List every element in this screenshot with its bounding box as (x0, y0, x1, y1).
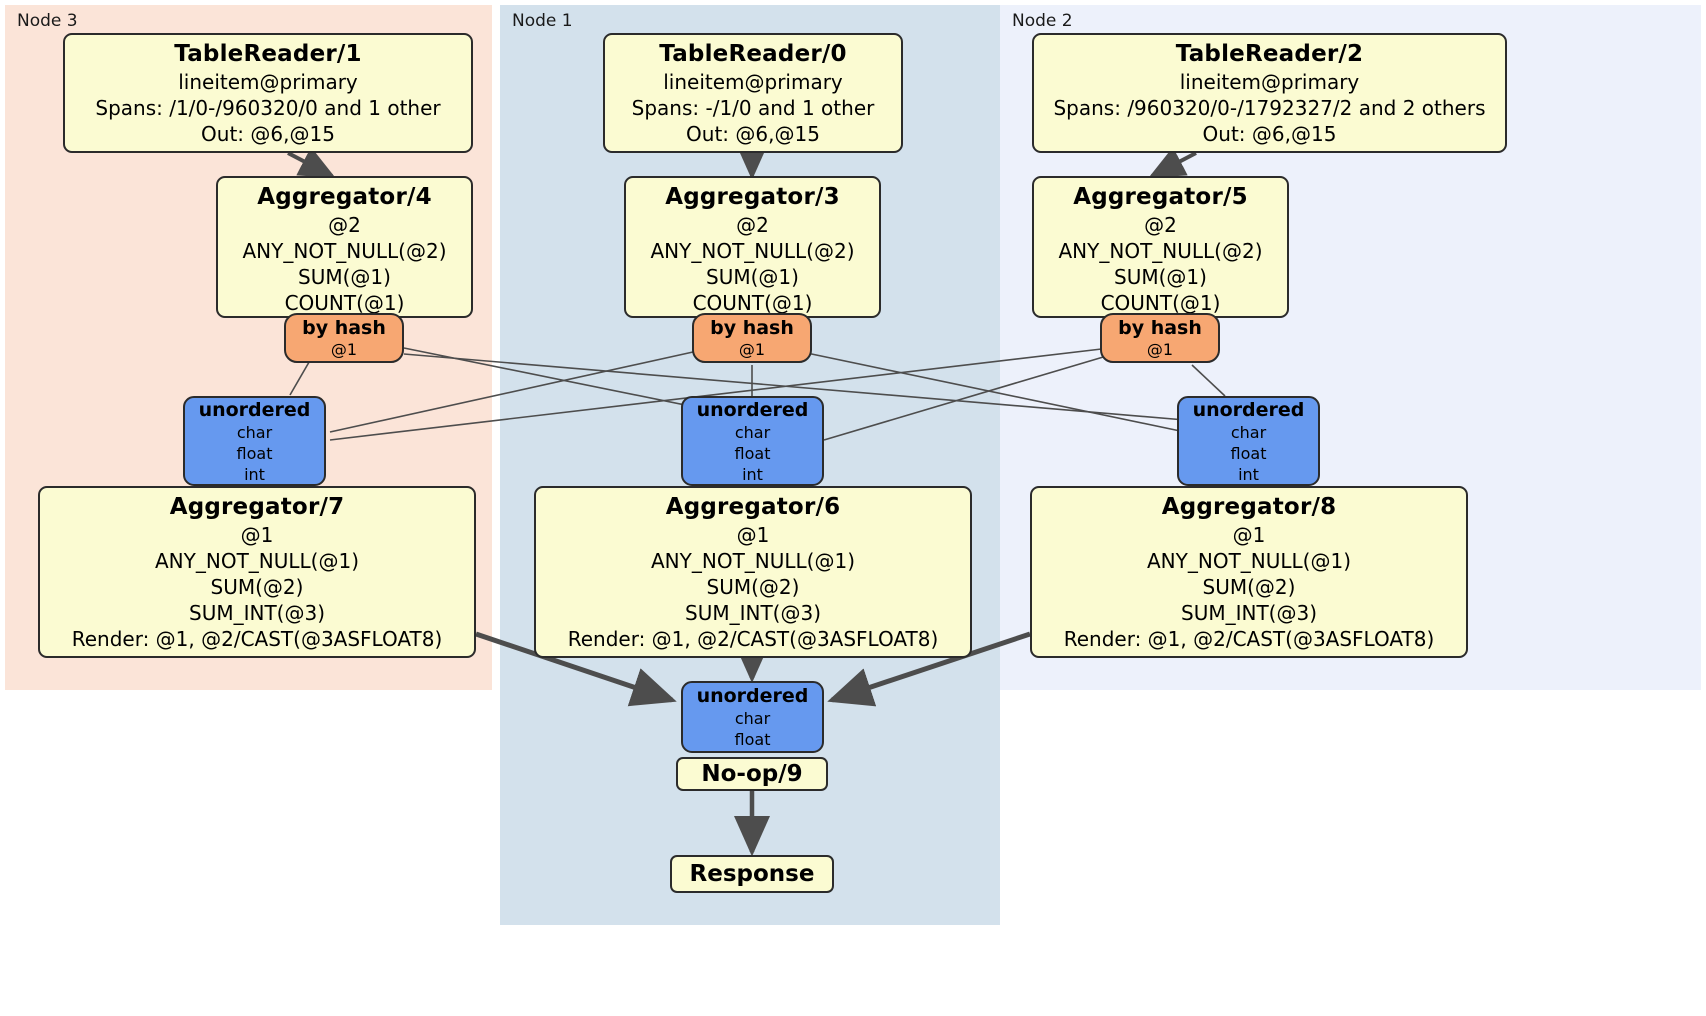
processor-detail-line: SUM(@1) (1114, 265, 1207, 289)
processor-detail-line: ANY_NOT_NULL(@2) (1058, 239, 1263, 263)
processor-noop-9[interactable]: No-op/9 (676, 757, 828, 791)
processor-tablereader-2[interactable]: TableReader/2 lineitem@primary Spans: /9… (1032, 33, 1507, 153)
processor-aggregator-3[interactable]: Aggregator/3 @2 ANY_NOT_NULL(@2) SUM(@1)… (624, 176, 881, 318)
processor-detail-line: Spans: /960320/0-/1792327/2 and 2 others (1053, 96, 1486, 120)
receiver-type-line: float (734, 443, 771, 463)
processor-detail-line: SUM(@1) (706, 265, 799, 289)
receiver-unordered-node1[interactable]: unordered char float int (681, 396, 824, 486)
receiver-title: unordered (696, 685, 809, 707)
processor-detail-line: SUM_INT(@3) (189, 601, 325, 625)
processor-detail-line: @1 (1232, 523, 1266, 547)
processor-render-line: Render: @1, @2/CAST(@3ASFLOAT8) (71, 627, 443, 651)
processor-detail-line: @1 (736, 523, 770, 547)
receiver-type-line: char (236, 422, 273, 442)
node-region-label-node2: Node 2 (1012, 11, 1073, 31)
node-region-label-node1: Node 1 (512, 11, 573, 31)
processor-aggregator-4[interactable]: Aggregator/4 @2 ANY_NOT_NULL(@2) SUM(@1)… (216, 176, 473, 318)
receiver-type-line: float (236, 443, 273, 463)
processor-response[interactable]: Response (670, 855, 834, 893)
receiver-type-line: char (1230, 422, 1267, 442)
processor-title: Aggregator/4 (257, 184, 432, 210)
processor-detail-line: @1 (240, 523, 274, 547)
processor-detail-line: ANY_NOT_NULL(@1) (155, 549, 359, 573)
processor-detail-line: ANY_NOT_NULL(@1) (1147, 549, 1351, 573)
processor-detail-line: Out: @6,@15 (1202, 122, 1337, 146)
router-detail-line: @1 (1146, 339, 1174, 359)
processor-detail-line: SUM(@2) (210, 575, 304, 599)
processor-detail-line: COUNT(@1) (284, 291, 405, 315)
receiver-type-line: int (1238, 464, 1259, 484)
processor-title: Aggregator/5 (1073, 184, 1248, 210)
node-region-label-node3: Node 3 (17, 11, 78, 31)
receiver-unordered-final[interactable]: unordered char float (681, 681, 824, 753)
receiver-type-line: float (734, 730, 771, 749)
router-title: by hash (1118, 316, 1202, 339)
receiver-type-line: int (244, 464, 265, 484)
processor-title: Aggregator/3 (665, 184, 840, 210)
router-title: by hash (302, 316, 386, 339)
receiver-type-line: char (734, 709, 771, 728)
processor-aggregator-8[interactable]: Aggregator/8 @1 ANY_NOT_NULL(@1) SUM(@2)… (1030, 486, 1468, 658)
processor-title: No-op/9 (701, 761, 803, 787)
processor-render-line: Render: @1, @2/CAST(@3ASFLOAT8) (567, 627, 939, 651)
processor-detail-line: COUNT(@1) (692, 291, 813, 315)
receiver-title: unordered (696, 398, 809, 421)
router-by-hash-node2[interactable]: by hash @1 (1100, 313, 1220, 363)
processor-detail-line: Spans: /1/0-/960320/0 and 1 other (95, 96, 441, 120)
router-by-hash-node1[interactable]: by hash @1 (692, 313, 812, 363)
processor-aggregator-5[interactable]: Aggregator/5 @2 ANY_NOT_NULL(@2) SUM(@1)… (1032, 176, 1289, 318)
processor-tablereader-0[interactable]: TableReader/0 lineitem@primary Spans: -/… (603, 33, 903, 153)
processor-detail-line: lineitem@primary (178, 70, 358, 94)
receiver-unordered-node3[interactable]: unordered char float int (183, 396, 326, 486)
router-title: by hash (710, 316, 794, 339)
processor-detail-line: SUM(@2) (1202, 575, 1296, 599)
processor-title: TableReader/2 (1175, 41, 1364, 67)
receiver-type-line: int (742, 464, 763, 484)
processor-detail-line: ANY_NOT_NULL(@2) (242, 239, 447, 263)
processor-title: Aggregator/7 (169, 494, 345, 520)
router-by-hash-node3[interactable]: by hash @1 (284, 313, 404, 363)
processor-aggregator-7[interactable]: Aggregator/7 @1 ANY_NOT_NULL(@1) SUM(@2)… (38, 486, 476, 658)
processor-render-line: Render: @1, @2/CAST(@3ASFLOAT8) (1063, 627, 1435, 651)
receiver-title: unordered (1192, 398, 1305, 421)
processor-title: TableReader/0 (659, 41, 847, 67)
processor-detail-line: COUNT(@1) (1100, 291, 1221, 315)
processor-detail-line: Out: @6,@15 (686, 122, 820, 146)
processor-detail-line: Spans: -/1/0 and 1 other (631, 96, 875, 120)
processor-detail-line: ANY_NOT_NULL(@1) (651, 549, 855, 573)
processor-tablereader-1[interactable]: TableReader/1 lineitem@primary Spans: /1… (63, 33, 473, 153)
receiver-title: unordered (198, 398, 311, 421)
processor-aggregator-6[interactable]: Aggregator/6 @1 ANY_NOT_NULL(@1) SUM(@2)… (534, 486, 972, 658)
processor-title: TableReader/1 (174, 41, 362, 67)
router-detail-line: @1 (738, 339, 766, 359)
processor-detail-line: ANY_NOT_NULL(@2) (650, 239, 855, 263)
processor-detail-line: lineitem@primary (663, 70, 843, 94)
processor-detail-line: SUM(@2) (706, 575, 800, 599)
receiver-type-line: float (1230, 443, 1267, 463)
processor-title: Aggregator/6 (665, 494, 841, 520)
processor-detail-line: lineitem@primary (1179, 70, 1360, 94)
processor-detail-line: @2 (328, 213, 361, 237)
processor-detail-line: @2 (736, 213, 769, 237)
processor-detail-line: SUM_INT(@3) (1181, 601, 1317, 625)
receiver-type-line: char (734, 422, 771, 442)
processor-detail-line: Out: @6,@15 (201, 122, 335, 146)
processor-detail-line: SUM_INT(@3) (685, 601, 821, 625)
processor-title: Aggregator/8 (1161, 494, 1337, 520)
receiver-unordered-node2[interactable]: unordered char float int (1177, 396, 1320, 486)
router-detail-line: @1 (330, 339, 358, 359)
processor-detail-line: SUM(@1) (298, 265, 391, 289)
processor-title: Response (689, 861, 815, 887)
processor-detail-line: @2 (1144, 213, 1177, 237)
